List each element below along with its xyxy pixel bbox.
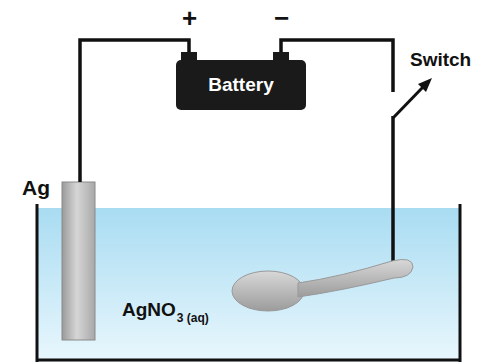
switch-arrowhead bbox=[418, 78, 432, 92]
solution-subscript: 3 (aq) bbox=[177, 312, 209, 325]
wire bbox=[391, 116, 395, 266]
polarity-sign: − bbox=[274, 4, 289, 33]
spoon-bowl bbox=[232, 271, 304, 311]
spoon-handle bbox=[298, 259, 413, 297]
silver-electrode bbox=[62, 182, 95, 340]
switch-blade bbox=[393, 86, 424, 118]
beaker-bottom bbox=[37, 359, 460, 362]
polarity-sign: + bbox=[182, 4, 197, 33]
beaker-wall bbox=[459, 204, 462, 362]
wire bbox=[80, 40, 189, 182]
beaker-wall bbox=[36, 204, 39, 362]
battery-box: Battery bbox=[176, 60, 306, 110]
solution bbox=[37, 208, 460, 362]
solution-label: AgNO bbox=[122, 300, 176, 321]
electrode-label: Ag bbox=[22, 176, 50, 199]
switch-label: Switch bbox=[410, 50, 471, 71]
battery-label: Battery bbox=[208, 74, 273, 96]
